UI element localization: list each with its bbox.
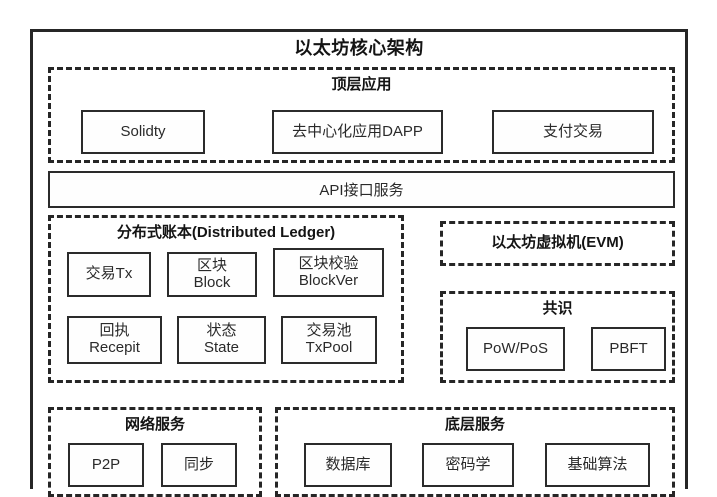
box-database[interactable]: 数据库	[304, 443, 392, 487]
box-label: 交易Tx	[85, 265, 133, 283]
group-distributed-ledger: 分布式账本(Distributed Ledger) 交易Tx 区块 Block …	[48, 215, 404, 383]
box-sync[interactable]: 同步	[161, 443, 237, 487]
group-underlying-services: 底层服务 数据库 密码学 基础算法	[275, 407, 675, 497]
group-title-network-services: 网络服务	[124, 416, 185, 433]
box-state[interactable]: 状态 State	[177, 316, 266, 364]
box-sublabel: Recepit	[89, 339, 140, 356]
box-block-verification[interactable]: 区块校验 BlockVer	[273, 248, 384, 297]
box-p2p[interactable]: P2P	[68, 443, 144, 487]
box-dapp[interactable]: 去中心化应用DAPP	[272, 110, 443, 154]
box-solidty[interactable]: Solidty	[81, 110, 205, 154]
box-label: 回执	[99, 322, 130, 340]
box-label: API接口服务	[319, 182, 404, 199]
box-label: 交易池	[306, 322, 352, 340]
box-label: 区块校验	[298, 254, 359, 272]
group-network-services: 网络服务 P2P 同步	[48, 407, 262, 497]
box-cryptography[interactable]: 密码学	[422, 443, 514, 487]
box-label: 去中心化应用DAPP	[292, 122, 423, 140]
box-receipt[interactable]: 回执 Recepit	[67, 316, 162, 364]
group-title-evm: 以太坊虚拟机(EVM)	[491, 234, 624, 251]
group-title-distributed-ledger: 分布式账本(Distributed Ledger)	[116, 224, 336, 241]
group-consensus: 共识 PoW/PoS PBFT	[440, 291, 675, 383]
box-pow-pos[interactable]: PoW/PoS	[466, 327, 565, 371]
box-api-service[interactable]: API接口服务	[48, 171, 675, 208]
box-label: 支付交易	[542, 122, 603, 140]
box-payment-transaction[interactable]: 支付交易	[492, 110, 654, 154]
group-title-underlying-services: 底层服务	[444, 416, 505, 433]
box-label: 区块	[196, 256, 227, 274]
box-label: PoW/PoS	[482, 339, 549, 357]
group-title-consensus: 共识	[542, 300, 573, 317]
box-sublabel: Block	[193, 273, 231, 291]
box-sublabel: State	[203, 339, 240, 356]
group-top-application: 顶层应用 Solidty 去中心化应用DAPP 支付交易	[48, 67, 675, 163]
box-transaction-tx[interactable]: 交易Tx	[67, 252, 151, 297]
box-basic-algorithm[interactable]: 基础算法	[545, 443, 650, 487]
group-title-top-application: 顶层应用	[331, 76, 392, 93]
box-transaction-pool[interactable]: 交易池 TxPool	[281, 316, 377, 364]
box-label: PBFT	[609, 339, 648, 357]
box-sublabel: BlockVer	[298, 271, 359, 289]
box-block[interactable]: 区块 Block	[167, 252, 257, 297]
box-label: Solidty	[120, 122, 166, 140]
box-label: 状态	[206, 322, 237, 340]
box-sublabel: TxPool	[305, 339, 353, 356]
group-evm: 以太坊虚拟机(EVM)	[440, 221, 675, 266]
architecture-diagram: 以太坊核心架构 顶层应用 Solidty 去中心化应用DAPP 支付交易 API…	[30, 29, 688, 497]
box-pbft[interactable]: PBFT	[591, 327, 666, 371]
page-title: 以太坊核心架构	[294, 38, 424, 58]
